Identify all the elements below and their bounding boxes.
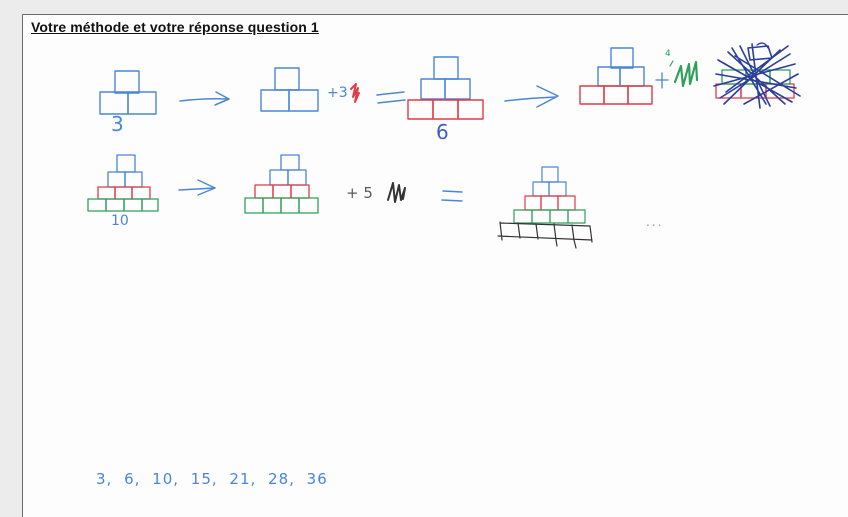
answer-sequence: 3, 6, 10, 15, 21, 28, 36 (96, 470, 328, 488)
label-10: 10 (111, 213, 129, 229)
dark-scribble (388, 183, 405, 202)
label-6: 6 (436, 120, 449, 144)
pyramid-6 (421, 57, 470, 99)
pyramid-10 (88, 155, 158, 211)
red-scribble (351, 84, 359, 102)
arrow-icon (179, 180, 215, 195)
arrow-icon (505, 86, 558, 107)
pyramid-10-copy (245, 155, 318, 213)
equals-sign (442, 191, 462, 201)
pyramid-3-copy (261, 68, 318, 111)
small-mark: 4 (665, 49, 671, 59)
crossed-out-pyramid (714, 44, 800, 108)
continuation-ellipsis: ... (646, 215, 663, 229)
arrow-icon (180, 92, 229, 105)
pyramid-6-copy (598, 48, 644, 86)
equals-sign (377, 92, 405, 103)
plus-five-label: + 5 (346, 184, 373, 202)
green-scribble (675, 62, 697, 86)
pyramid-3 (100, 71, 156, 114)
label-3: 3 (111, 112, 124, 136)
pyramid-15 (498, 167, 592, 248)
plus-three-label: +3 (327, 85, 348, 101)
